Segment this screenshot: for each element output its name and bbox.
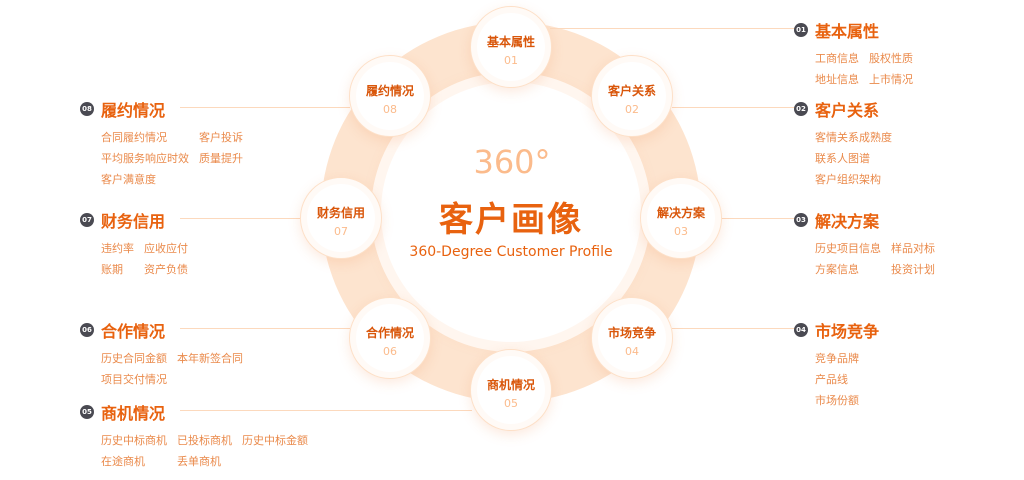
- item: 资产负债: [144, 263, 188, 276]
- item: 联系人图谱: [815, 152, 870, 165]
- number-badge: 01: [794, 23, 808, 37]
- item: 方案信息: [815, 263, 859, 276]
- item: 违约率: [101, 242, 134, 255]
- item: 客情关系成熟度: [815, 131, 892, 144]
- profile-center: [381, 82, 641, 342]
- node-label: 财务信用: [316, 206, 365, 220]
- item: 上市情况: [869, 73, 913, 86]
- group-solutions: 03 解决方案 历史项目信息样品对标方案信息 投资计划: [794, 208, 935, 277]
- group-title: 基本属性: [815, 22, 880, 41]
- item: 质量提升: [199, 152, 243, 165]
- node-basic-attributes[interactable]: 基本属性 01: [470, 6, 552, 88]
- node-opportunities[interactable]: 商机情况 05: [470, 349, 552, 431]
- item: 客户组织架构: [815, 173, 881, 186]
- group-market-competition: 04 市场竞争 竞争品牌产品线市场份额: [794, 318, 879, 408]
- item: 竞争品牌: [815, 352, 859, 365]
- node-number: 03: [674, 225, 688, 238]
- item: 在途商机: [101, 455, 145, 468]
- connector-line: [672, 328, 795, 329]
- item: 本年新签合同: [177, 352, 243, 365]
- node-number: 07: [334, 225, 348, 238]
- item: 历史合同金额: [101, 352, 167, 365]
- node-label: 合作情况: [365, 326, 414, 340]
- group-customer-relations: 02 客户关系 客情关系成熟度联系人图谱客户组织架构: [794, 97, 892, 187]
- node-number: 02: [625, 103, 639, 116]
- number-badge: 07: [80, 213, 94, 227]
- node-performance[interactable]: 履约情况 08: [349, 55, 431, 137]
- group-title: 解决方案: [815, 212, 880, 231]
- group-title: 商机情况: [101, 404, 166, 423]
- number-badge: 04: [794, 323, 808, 337]
- number-badge: 05: [80, 405, 94, 419]
- node-label: 解决方案: [656, 206, 705, 220]
- group-title: 客户关系: [815, 101, 880, 120]
- node-solutions[interactable]: 解决方案 03: [640, 177, 722, 259]
- number-badge: 02: [794, 102, 808, 116]
- node-financial-credit[interactable]: 财务信用 07: [300, 177, 382, 259]
- group-basic-attributes: 01 基本属性 工商信息股权性质地址信息上市情况: [794, 18, 913, 87]
- group-title: 市场竞争: [815, 322, 880, 341]
- node-number: 04: [625, 345, 639, 358]
- item: 工商信息: [815, 52, 859, 65]
- group-title: 履约情况: [101, 101, 166, 120]
- node-label: 市场竞争: [607, 326, 656, 340]
- node-number: 08: [383, 103, 397, 116]
- number-badge: 08: [80, 102, 94, 116]
- item: 应收应付: [144, 242, 188, 255]
- item: 样品对标: [891, 242, 935, 255]
- node-customer-relations[interactable]: 客户关系 02: [591, 55, 673, 137]
- item: 股权性质: [869, 52, 913, 65]
- node-number: 01: [504, 54, 518, 67]
- connector-line: [180, 107, 350, 108]
- item: 客户满意度: [101, 173, 156, 186]
- group-financial-credit: 07 财务信用 违约率应收应付账期 资产负债: [80, 208, 188, 277]
- node-cooperation[interactable]: 合作情况 06: [349, 297, 431, 379]
- node-label: 基本属性: [486, 35, 535, 49]
- node-label: 商机情况: [486, 378, 535, 392]
- item: 已投标商机: [177, 434, 232, 447]
- item: 历史中标金额: [242, 434, 308, 447]
- item: 历史项目信息: [815, 242, 881, 255]
- node-number: 06: [383, 345, 397, 358]
- group-performance: 08 履约情况 合同履约情况 客户投诉平均服务响应时效质量提升客户满意度: [80, 97, 243, 187]
- connector-line: [180, 410, 472, 411]
- connector-line: [721, 218, 795, 219]
- item: 平均服务响应时效: [101, 152, 189, 165]
- node-label: 客户关系: [607, 84, 656, 98]
- connector-line: [180, 218, 300, 219]
- group-opportunities: 05 商机情况 历史中标商机已投标商机历史中标金额在途商机 丢单商机: [80, 400, 308, 469]
- center-title: 客户画像: [439, 200, 583, 240]
- item: 客户投诉: [199, 131, 243, 144]
- number-badge: 06: [80, 323, 94, 337]
- item: 投资计划: [891, 263, 935, 276]
- item: 产品线: [815, 373, 848, 386]
- node-market-competition[interactable]: 市场竞争 04: [591, 297, 673, 379]
- group-title: 合作情况: [101, 322, 166, 341]
- item: 项目交付情况: [101, 373, 167, 386]
- item: 历史中标商机: [101, 434, 167, 447]
- number-badge: 03: [794, 213, 808, 227]
- connector-line: [672, 107, 795, 108]
- item: 账期: [101, 263, 123, 276]
- node-number: 05: [504, 397, 518, 410]
- center-subtitle: 360-Degree Customer Profile: [409, 244, 613, 260]
- node-label: 履约情况: [365, 84, 414, 98]
- connector-line: [550, 28, 795, 29]
- item: 市场份额: [815, 394, 859, 407]
- group-title: 财务信用: [101, 212, 166, 231]
- degree-label: 360°: [473, 143, 551, 181]
- connector-line: [180, 328, 350, 329]
- item: 地址信息: [815, 73, 859, 86]
- item: 合同履约情况: [101, 131, 167, 144]
- item: 丢单商机: [177, 455, 221, 468]
- group-cooperation: 06 合作情况 历史合同金额本年新签合同项目交付情况: [80, 318, 243, 387]
